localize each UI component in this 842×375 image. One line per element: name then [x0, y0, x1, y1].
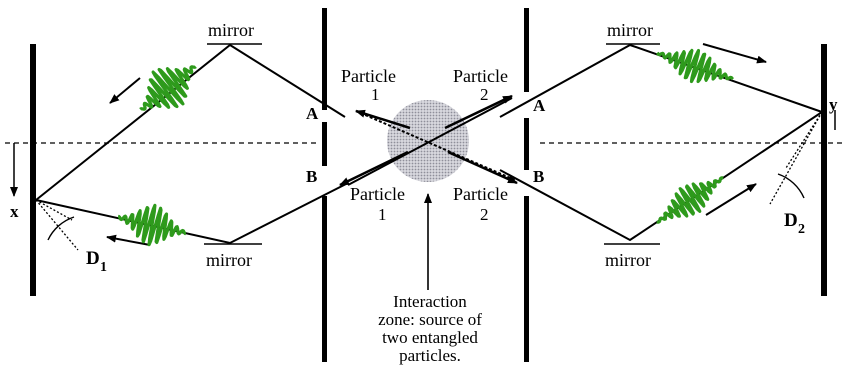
- motion-arrow-left-lower: [106, 234, 151, 246]
- label-detector-d2: D: [784, 210, 798, 231]
- label-particle-1-top-num: 1: [371, 85, 380, 104]
- wave-packet-right-lower: [656, 176, 724, 224]
- label-particle-2-bottom-num: 2: [480, 205, 489, 224]
- label-particle-2-top: Particle: [453, 66, 508, 86]
- wp-left-upper-wave: [139, 65, 197, 111]
- label-mirror-top-left: mirror: [208, 20, 254, 40]
- label-screen-coord-x: x: [10, 202, 19, 221]
- caption-line-1: Interaction: [393, 292, 467, 311]
- label-slit-a-left: A: [306, 104, 319, 123]
- slit-wall-left-top: [322, 8, 327, 110]
- beam-left-upper: [35, 43, 346, 201]
- wp-left-lower-wave: [117, 203, 187, 247]
- beam-right-upper: [499, 43, 823, 118]
- track-particle-1-lower: [339, 150, 409, 187]
- screen-right: [821, 44, 827, 296]
- motion-arrow-right-upper: [702, 43, 767, 64]
- wave-packet-left-upper: [139, 65, 197, 111]
- slit-wall-left-bottom: [322, 196, 327, 362]
- label-screen-coord-y: y: [829, 95, 838, 114]
- track-particle-2-lower: [447, 150, 518, 185]
- label-detector-d1: D: [86, 248, 100, 269]
- label-detector-d2-sub: 2: [798, 222, 805, 237]
- wave-packet-right-upper: [655, 48, 735, 84]
- slit-wall-right-top: [524, 8, 529, 92]
- detector-d1: [35, 199, 79, 251]
- caption-line-4: particles.: [399, 346, 461, 365]
- screen-left: [30, 44, 36, 296]
- beam-left-lower: [35, 182, 349, 245]
- label-mirror-bottom-right: mirror: [605, 250, 651, 270]
- motion-arrow-left-upper: [109, 77, 141, 104]
- label-slit-b-right: B: [533, 167, 544, 186]
- slit-wall-right-bottom: [524, 196, 529, 362]
- track-particle-1-upper: [355, 109, 411, 130]
- slit-wall-right-middle: [524, 118, 529, 170]
- label-slit-b-left: B: [306, 167, 317, 186]
- caption-line-3: two entangled: [382, 328, 478, 347]
- track-particle-2-upper: [444, 94, 513, 130]
- label-particle-2-top-num: 2: [480, 85, 489, 104]
- track-cross-1: [355, 110, 516, 181]
- label-particle-1-bottom-num: 1: [378, 205, 387, 224]
- label-particle-2-bottom: Particle: [453, 184, 508, 204]
- beam-right-lower: [499, 111, 823, 242]
- detector-d2: [769, 111, 823, 205]
- wp-right-upper-wave: [655, 48, 735, 84]
- motion-arrow-right-lower: [705, 183, 757, 216]
- wave-packet-left-lower: [117, 203, 187, 247]
- label-detector-d1-sub: 1: [100, 260, 107, 275]
- label-mirror-top-right: mirror: [607, 20, 653, 40]
- label-mirror-bottom-left: mirror: [206, 250, 252, 270]
- label-particle-1-top: Particle: [341, 66, 396, 86]
- track-cross-2: [347, 97, 513, 186]
- caption-line-2: zone: source of: [378, 310, 482, 329]
- slit-wall-left-middle: [322, 122, 327, 166]
- label-slit-a-right: A: [533, 96, 546, 115]
- label-particle-1-bottom: Particle: [350, 184, 405, 204]
- wp-right-lower-wave: [656, 176, 724, 224]
- interaction-zone: [387, 100, 469, 182]
